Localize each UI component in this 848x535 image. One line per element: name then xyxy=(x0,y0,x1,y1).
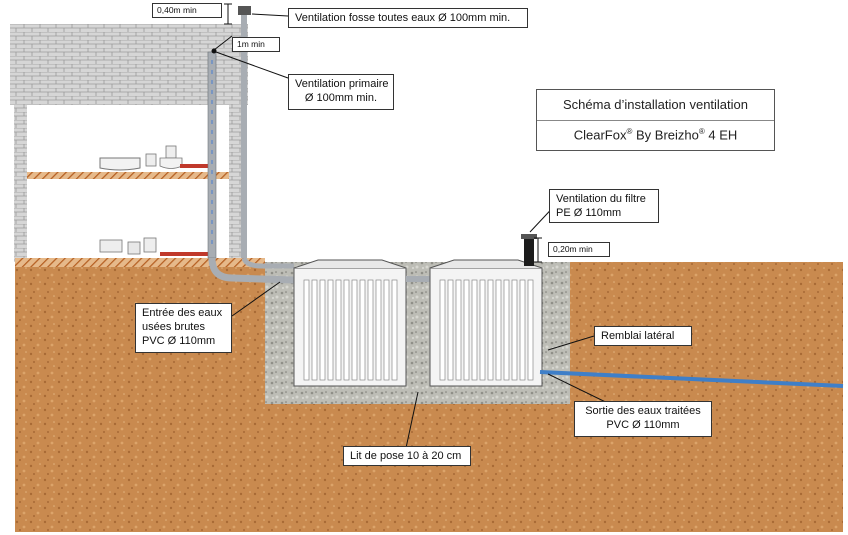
label-vent-fosse: Ventilation fosse toutes eaux Ø 100mm mi… xyxy=(288,8,528,28)
filter-module xyxy=(471,279,478,381)
brand-name: By Breizho xyxy=(632,127,699,143)
bathtub-icon xyxy=(99,153,157,171)
label-vent-primaire: Ventilation primaire Ø 100mm min. xyxy=(288,74,394,110)
ground-floor xyxy=(15,258,265,267)
title-line-2: ClearFox® By Breizho® 4 EH xyxy=(537,127,774,142)
entree-line-3: PVC Ø 110mm xyxy=(142,335,216,347)
label-1m-min: 1m min xyxy=(232,37,280,52)
vent-primaire-line-2: Ø 100mm min. xyxy=(304,92,378,104)
house-wall-right xyxy=(229,105,242,262)
upper-floor xyxy=(27,172,229,179)
filter-module xyxy=(303,279,310,381)
sortie-line-2: PVC Ø 110mm xyxy=(606,419,680,431)
filter-module xyxy=(447,279,454,381)
filter-module xyxy=(335,279,342,381)
toilet-icon xyxy=(159,145,183,169)
filter-module xyxy=(327,279,334,381)
dimension-040 xyxy=(224,3,232,25)
capacity-text: 4 EH xyxy=(704,127,738,143)
filter-module xyxy=(359,279,366,381)
label-lit-de-pose: Lit de pose 10 à 20 cm xyxy=(343,446,471,466)
title-separator xyxy=(537,120,774,121)
vent-filtre-line-2: PE Ø 110mm xyxy=(556,207,622,219)
filter-module xyxy=(503,279,510,381)
filter-module xyxy=(319,279,326,381)
filter-module xyxy=(343,279,350,381)
filter-module xyxy=(311,279,318,381)
filter-vent-pipe xyxy=(524,236,534,266)
vent-filtre-line-1: Ventilation du filtre xyxy=(556,193,646,205)
entree-line-2: usées brutes xyxy=(142,321,205,333)
filter-module xyxy=(351,279,358,381)
filter-vent-cap xyxy=(521,234,537,239)
filter-module xyxy=(383,279,390,381)
house-roof xyxy=(10,24,248,105)
tank-1-filter-grid xyxy=(303,279,398,381)
entree-line-1: Entrée des eaux xyxy=(142,307,223,319)
product-name: ClearFox xyxy=(573,127,627,143)
filter-module xyxy=(487,279,494,381)
label-020-min: 0,20m min xyxy=(548,242,610,257)
filter-module xyxy=(519,279,526,381)
filter-module xyxy=(455,279,462,381)
tank-vent-cap xyxy=(238,6,251,15)
filter-module xyxy=(375,279,382,381)
title-line-1: Schéma d’installation ventilation xyxy=(563,97,748,112)
filter-module xyxy=(479,279,486,381)
registered-mark-2: ® xyxy=(698,127,705,136)
label-vent-filtre: Ventilation du filtre PE Ø 110mm xyxy=(549,189,659,223)
tank-2-filter-grid xyxy=(439,279,534,381)
filter-module xyxy=(511,279,518,381)
vent-primaire-line-1: Ventilation primaire xyxy=(295,78,389,90)
tank-link-pipe xyxy=(406,276,430,282)
inlet-pipe xyxy=(208,257,295,284)
filter-module xyxy=(391,279,398,381)
outlet-pipe xyxy=(539,370,844,388)
filter-module xyxy=(495,279,502,381)
label-040-min: 0,40m min xyxy=(152,3,222,18)
label-entree: Entrée des eaux usées brutes PVC Ø 110mm xyxy=(135,303,232,353)
sink-icon xyxy=(99,237,157,255)
sortie-line-1: Sortie des eaux traitées xyxy=(585,405,701,417)
dimension-1m xyxy=(213,35,233,51)
title-panel: Schéma d’installation ventilation ClearF… xyxy=(536,89,775,151)
label-sortie: Sortie des eaux traitées PVC Ø 110mm xyxy=(574,401,712,437)
house-wall-left xyxy=(14,105,27,262)
dimension-020 xyxy=(534,237,542,263)
vent-link-pipe xyxy=(241,257,294,269)
registered-mark-1: ® xyxy=(626,127,633,136)
filter-module xyxy=(439,279,446,381)
filter-module xyxy=(527,279,534,381)
filter-module xyxy=(463,279,470,381)
filter-module xyxy=(367,279,374,381)
label-remblai: Remblai latéral xyxy=(594,326,692,346)
